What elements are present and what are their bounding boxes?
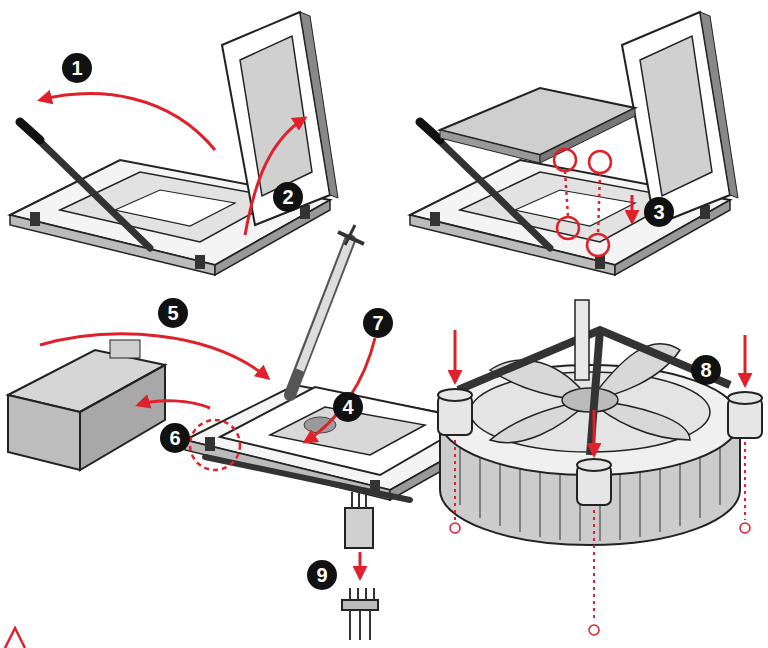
- socket-cpu: [410, 12, 738, 275]
- callout-number: 1: [62, 53, 92, 83]
- thermal-paste-syringe: [290, 225, 364, 395]
- callout-number: 9: [307, 560, 337, 590]
- push-arrows: [450, 330, 750, 635]
- retention-tab-highlight: [190, 420, 240, 470]
- callout-number: 4: [333, 392, 363, 422]
- warning-symbol: [5, 628, 25, 648]
- cpu-cooler: [440, 300, 740, 545]
- callout-number: 3: [644, 197, 674, 227]
- plate-arrow: [245, 118, 305, 235]
- callout-number: 5: [158, 298, 188, 328]
- socket-open: [10, 12, 338, 275]
- callout-number: 2: [273, 182, 303, 212]
- fan-connector: [342, 490, 378, 640]
- callout-number: 7: [363, 308, 393, 338]
- push-pins: [438, 389, 762, 505]
- callout-number: 8: [691, 355, 721, 385]
- lever-arrow: [40, 94, 215, 150]
- callout-number: 6: [160, 423, 190, 453]
- cap-arrow: [40, 334, 268, 378]
- cap-remove-arrow: [138, 401, 210, 408]
- close-arrow: [305, 338, 375, 442]
